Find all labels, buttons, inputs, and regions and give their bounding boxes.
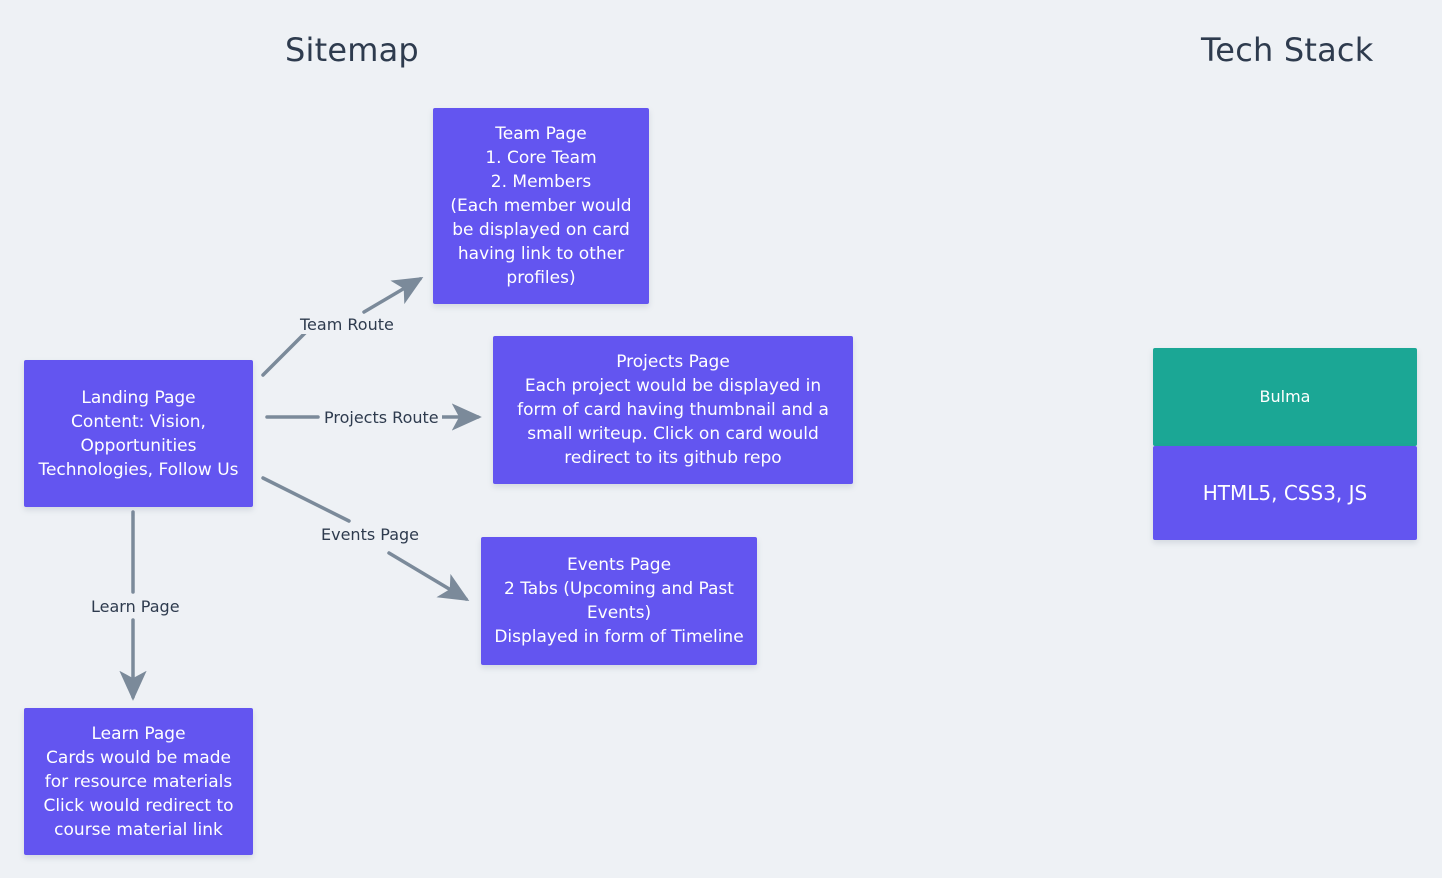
- node-team-page[interactable]: Team Page 1. Core Team 2. Members (Each …: [433, 108, 649, 304]
- node-team-page-text: Team Page 1. Core Team 2. Members (Each …: [450, 124, 632, 288]
- edge-label-team-route: Team Route: [297, 315, 397, 334]
- tech-stack-section-title: Tech Stack: [1201, 31, 1374, 69]
- node-html-css-js[interactable]: HTML5, CSS3, JS: [1153, 446, 1417, 540]
- edge-label-projects-route: Projects Route: [321, 408, 442, 427]
- node-projects-page[interactable]: Projects Page Each project would be disp…: [493, 336, 853, 484]
- node-bulma[interactable]: Bulma: [1153, 348, 1417, 446]
- edge-label-events-route: Events Page: [318, 525, 422, 544]
- node-projects-page-text: Projects Page Each project would be disp…: [517, 352, 829, 468]
- node-landing-page-text: Landing Page Content: Vision, Opportunit…: [38, 387, 239, 480]
- node-learn-page[interactable]: Learn Page Cards would be made for resou…: [24, 708, 253, 855]
- edge-label-learn-route: Learn Page: [88, 597, 183, 616]
- node-learn-page-text: Learn Page Cards would be made for resou…: [43, 723, 234, 840]
- node-bulma-text: Bulma: [1259, 387, 1311, 406]
- node-html-css-js-text: HTML5, CSS3, JS: [1202, 481, 1368, 505]
- node-landing-page[interactable]: Landing Page Content: Vision, Opportunit…: [24, 360, 253, 507]
- node-events-page[interactable]: Events Page 2 Tabs (Upcoming and Past Ev…: [481, 537, 757, 665]
- node-events-page-text: Events Page 2 Tabs (Upcoming and Past Ev…: [494, 555, 744, 647]
- sitemap-section-title: Sitemap: [285, 31, 419, 69]
